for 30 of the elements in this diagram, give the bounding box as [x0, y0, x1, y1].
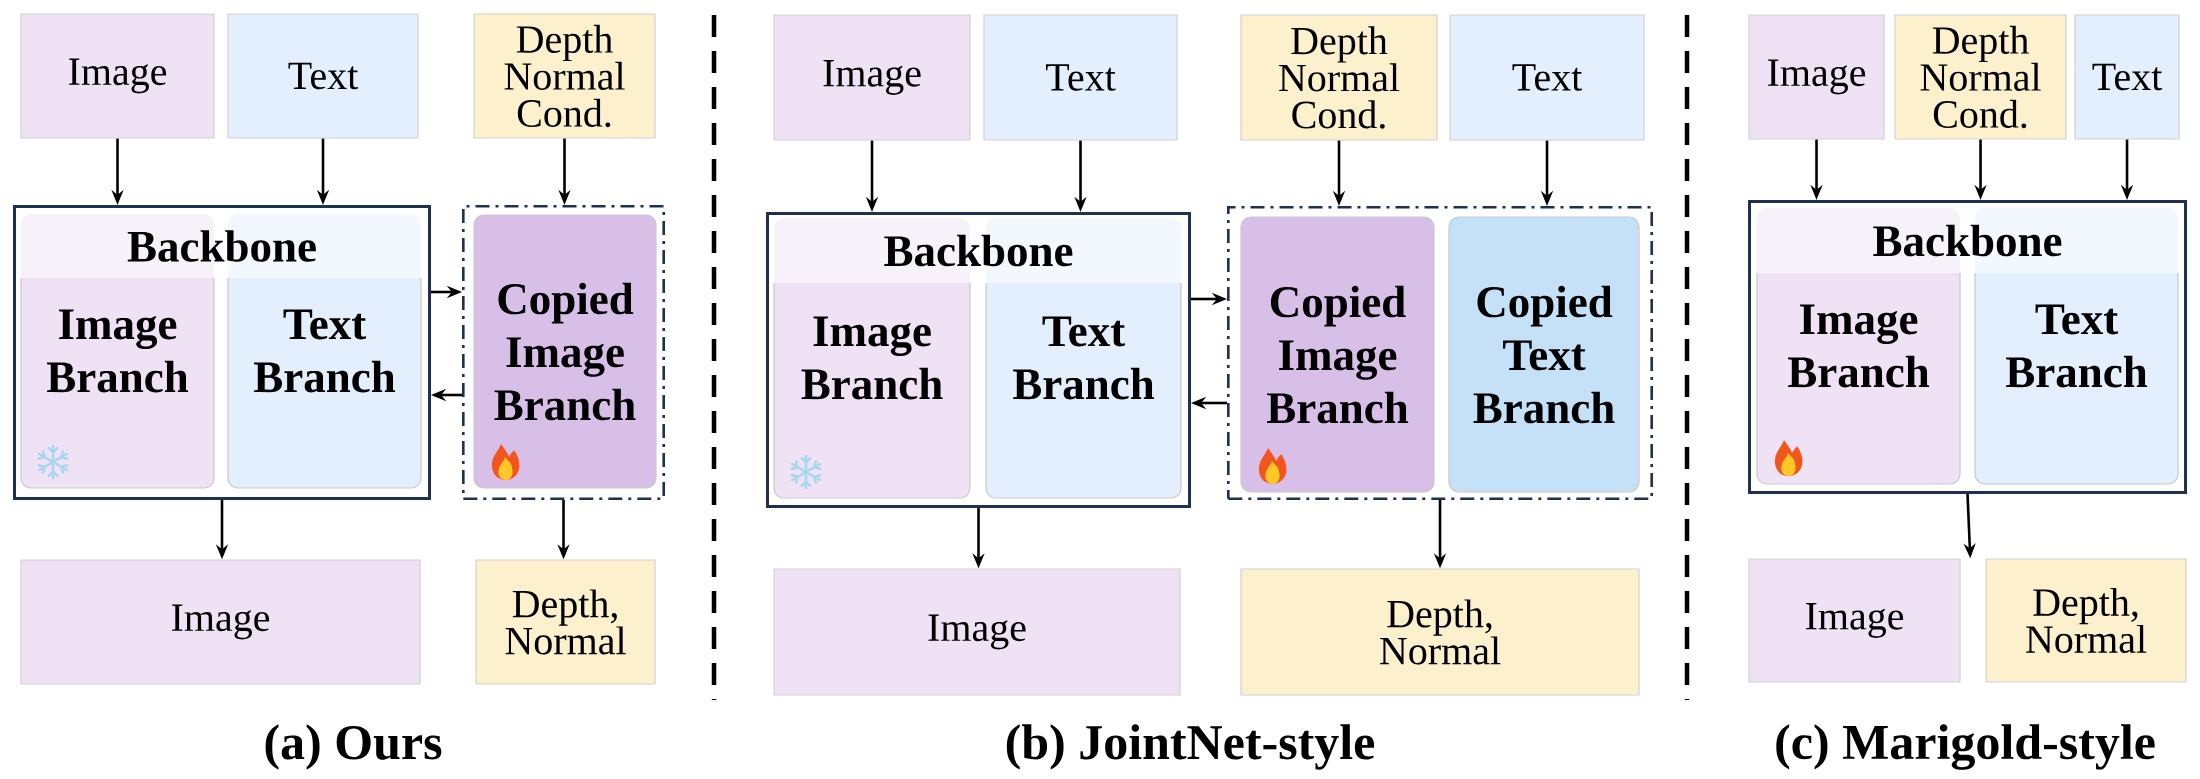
input-box: Depth Normal Cond.: [1894, 14, 2067, 140]
output-box: Image: [1748, 558, 1961, 683]
branch-card: Image Branch: [1756, 272, 1961, 485]
branch-card: Copied Image Branch: [473, 214, 657, 489]
input-box: Image: [1748, 14, 1885, 140]
input-box: Text: [1449, 14, 1645, 141]
branch-card: Text Branch: [1974, 272, 2179, 485]
input-box: Text: [227, 13, 419, 139]
branch-card: Copied Image Branch: [1240, 216, 1435, 493]
caption: (a) Ours: [265, 724, 442, 770]
input-box: Depth Normal Cond.: [1240, 14, 1438, 141]
input-box: Image: [20, 13, 215, 139]
dash-dot-frame: [1227, 206, 1653, 500]
output-box: Image: [773, 568, 1181, 696]
branch-card: Image Branch: [773, 282, 971, 499]
input-box: Text: [2074, 14, 2180, 140]
output-box: Depth, Normal: [1985, 558, 2187, 683]
output-box: Depth, Normal: [475, 559, 656, 685]
branch-card: Copied Text Branch: [1448, 216, 1640, 493]
dash-dot-frame: [462, 205, 665, 500]
input-box: Text: [983, 14, 1178, 141]
input-box: Depth Normal Cond.: [473, 13, 656, 139]
caption: (b) JointNet-style: [1006, 724, 1375, 770]
output-box: Image: [20, 559, 421, 685]
branch-card: Image Branch: [20, 277, 215, 489]
caption: (c) Marigold-style: [1776, 724, 2155, 770]
branch-card: Text Branch: [227, 277, 422, 489]
output-box: Depth, Normal: [1240, 568, 1640, 696]
input-box: Image: [773, 14, 971, 141]
branch-card: Text Branch: [985, 282, 1182, 499]
